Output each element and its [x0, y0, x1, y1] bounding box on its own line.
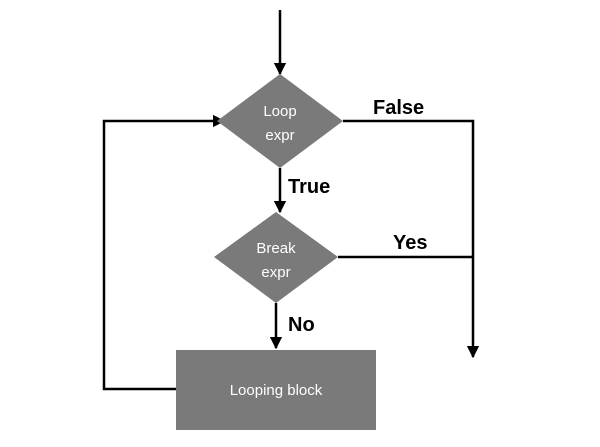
break-expr-decision: Break expr [214, 212, 338, 303]
looping-block-process: Looping block [176, 350, 376, 430]
no-label: No [288, 314, 315, 336]
break-expr-label-line2: expr [261, 264, 290, 281]
false-branch-line [343, 119, 480, 359]
loop-back-line [102, 114, 226, 391]
true-label: True [288, 176, 330, 198]
break-expr-label-line1: Break [256, 240, 296, 257]
loop-expr-label-line2: expr [265, 127, 294, 144]
false-label: False [373, 97, 424, 119]
loop-expr-decision: Loop expr [217, 74, 343, 168]
yes-label: Yes [393, 232, 427, 254]
loop-expr-label-line1: Loop [263, 103, 296, 120]
looping-block-label: Looping block [230, 382, 323, 399]
